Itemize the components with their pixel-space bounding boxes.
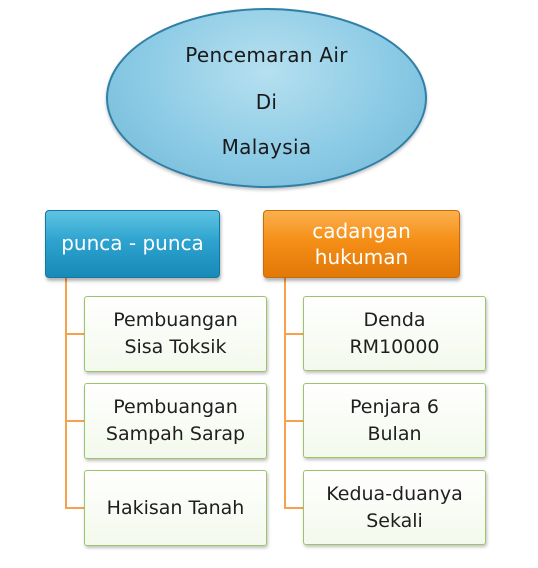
node-label-line-1: Kedua-duanya [326, 482, 463, 505]
node-kedua-duanya-sekali: Kedua-duanya Sekali [303, 470, 486, 545]
node-denda: Denda RM10000 [303, 296, 486, 371]
right-connector-2 [284, 420, 303, 422]
category-punca-label: punca - punca [61, 231, 204, 255]
right-connector-3 [284, 507, 303, 509]
node-hakisan-tanah: Hakisan Tanah [84, 470, 267, 546]
category-cadangan-hukuman: cadangan hukuman [263, 210, 460, 278]
category-punca: punca - punca [45, 210, 220, 278]
left-connector-1 [65, 333, 84, 335]
left-connector-2 [65, 420, 84, 422]
left-branch-connector [65, 278, 67, 509]
left-connector-3 [65, 507, 84, 509]
node-label-line-1: Denda [363, 308, 426, 331]
node-label-line-1: Pembuangan [113, 309, 238, 331]
node-label-line-1: Penjara 6 [349, 395, 440, 418]
node-pembuangan-sampah-sarap: Pembuangan Sampah Sarap [84, 383, 267, 459]
title-line-2: Di [255, 90, 278, 114]
node-label-line-1: Pembuangan [113, 396, 238, 418]
category-cadangan-label-line-2: hukuman [314, 245, 409, 269]
node-label-line-1: Hakisan Tanah [106, 496, 245, 519]
node-label-line-2: Sekali [366, 509, 423, 532]
node-label-line-2: Sisa Toksik [124, 336, 227, 358]
title-line-1: Pencemaran Air [185, 43, 348, 67]
node-pembuangan-sisa-toksik: Pembuangan Sisa Toksik [84, 296, 267, 372]
category-cadangan-label-line-1: cadangan [312, 219, 411, 243]
node-label-line-2: RM10000 [349, 335, 440, 358]
node-penjara: Penjara 6 Bulan [303, 383, 486, 458]
title-line-3: Malaysia [221, 135, 312, 159]
title-ellipse: Pencemaran Air Di Malaysia [106, 8, 427, 188]
node-label-line-2: Bulan [367, 422, 422, 445]
node-label-line-2: Sampah Sarap [105, 423, 246, 445]
right-connector-1 [284, 333, 303, 335]
right-branch-connector [284, 278, 286, 509]
